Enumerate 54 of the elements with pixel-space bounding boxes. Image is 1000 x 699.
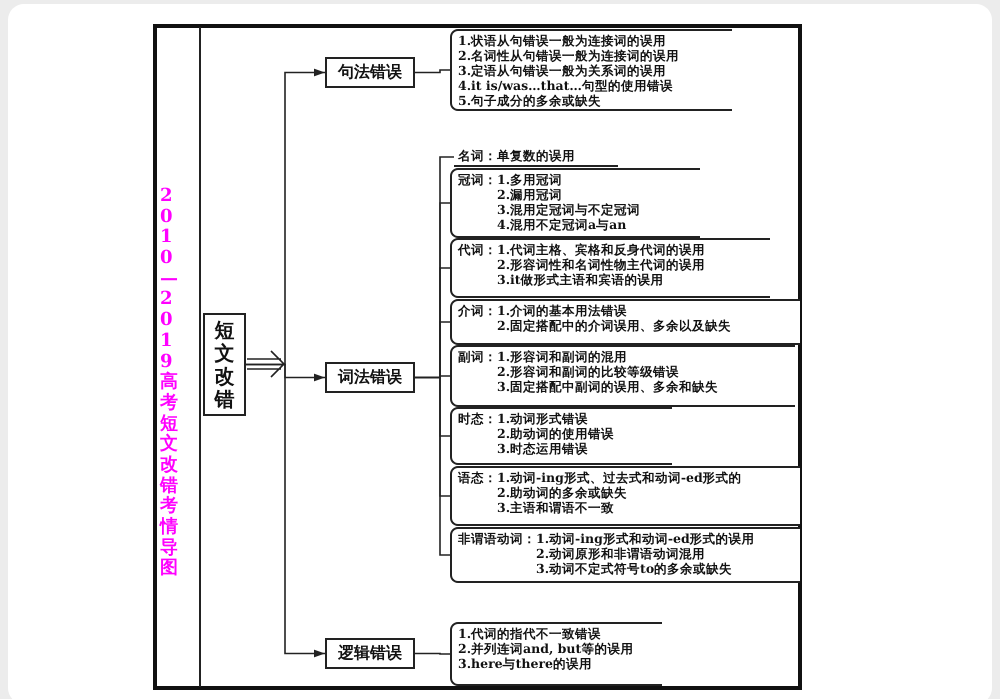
category-box: 逻辑错误 [325, 638, 415, 669]
connector-line [415, 652, 450, 655]
list-item: 1.介词的基本用法错误 [497, 303, 628, 318]
list-item: 3.定语从句错误一般为关系词的误用 [458, 63, 668, 78]
bracket-list [450, 527, 800, 583]
list-item: 3.动词不定式符号to的多余或缺失 [536, 561, 734, 576]
category-box: 词法错误 [325, 362, 415, 393]
list-item: 1.动词-ing形式、过去式和动词-ed形式的 [497, 470, 742, 485]
category-label: 时态： [458, 411, 497, 428]
list-item: 2.动词原形和非谓语动词混用 [536, 546, 706, 561]
category-label: 冠词： [458, 172, 497, 189]
list-item: 3.it做形式主语和宾语的误用 [497, 272, 665, 287]
list-item: 3.固定搭配中副词的误用、多余和缺失 [497, 379, 718, 394]
vertical-title: 2010—2019高考短文改错考情导图 [160, 186, 179, 580]
bracket-list [450, 466, 800, 526]
category-label: 语态： [458, 470, 497, 487]
connector-line [415, 69, 450, 74]
category-label: 非谓语动词： [458, 531, 536, 548]
list-item: 1.形容词和副词的混用 [497, 349, 628, 364]
list-item: 5.句子成分的多余或缺失 [458, 93, 602, 108]
list-item: 3.here与there的误用 [458, 656, 593, 671]
list-item: 1.动词-ing形式和动词-ed形式的误用 [536, 531, 755, 546]
list-item: 3.主语和谓语不一致 [497, 500, 616, 515]
list-item: 2.固定搭配中的介词误用、多余以及缺失 [497, 318, 732, 333]
bracket-list [450, 299, 800, 345]
list-item: 4.混用不定冠词a与an [497, 217, 628, 232]
list-item: 1.动词形式错误 [497, 411, 590, 426]
list-item: 2.形容词和副词的比较等级错误 [497, 364, 680, 379]
category-label: 代词： [458, 242, 497, 259]
bracket-list [450, 238, 770, 298]
list-item: 1.代词主格、宾格和反身代词的误用 [497, 242, 706, 257]
bracket-list [450, 29, 732, 111]
bracket-list [450, 407, 672, 465]
category-box: 句法错误 [325, 57, 415, 88]
category-label: 副词： [458, 349, 497, 366]
list-item: 4.it is/was…that…句型的使用错误 [458, 78, 674, 93]
list-item: 3.混用定冠词与不定冠词 [497, 202, 640, 217]
list-item: 1.多用冠词 [497, 172, 564, 187]
bracket-list [450, 622, 662, 686]
list-item: 2.助动词的多余或缺失 [497, 485, 628, 500]
list-item: 1.状语从句错误一般为连接词的误用 [458, 33, 668, 48]
list-item: 1.代词的指代不一致错误 [458, 626, 602, 641]
connector-line [246, 364, 325, 658]
list-item: 2.名词性从句错误一般为连接词的误用 [458, 48, 680, 63]
list-item: 2.漏用冠词 [497, 187, 564, 202]
list-item: 2.并列连词and, but等的误用 [458, 641, 634, 656]
connector-line [415, 376, 450, 556]
root-box: 短文改错 [203, 313, 246, 416]
bracket-list [450, 345, 795, 407]
list-item: 2.助动词的使用错误 [497, 426, 614, 441]
bracket-list [450, 168, 700, 238]
list-item: 2.形容词性和名词性物主代词的误用 [497, 257, 706, 272]
list-item: 3.时态运用错误 [497, 441, 590, 456]
category-label: 介词： [458, 303, 497, 320]
